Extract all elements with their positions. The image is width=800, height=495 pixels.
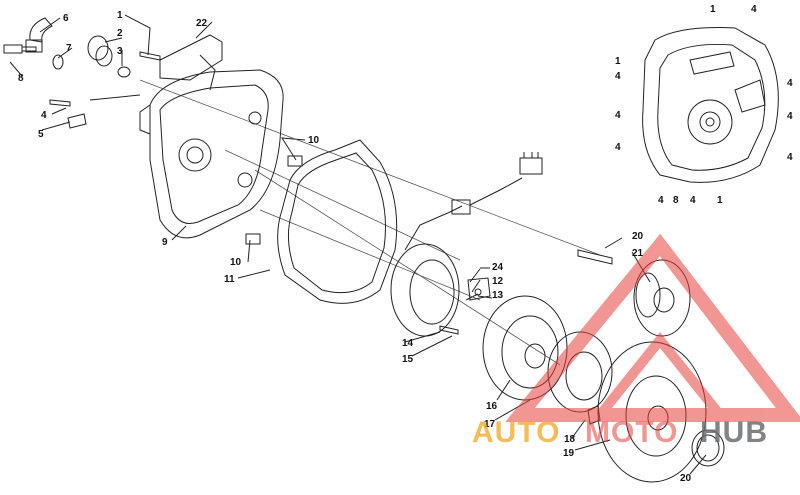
label-part-12: 12 — [492, 276, 504, 287]
inset-callout-4-right-upper: 4 — [787, 78, 793, 89]
label-part-19: 19 — [563, 448, 575, 459]
watermark-brand-hub: HUB — [700, 416, 768, 449]
label-part-10-lower: 10 — [230, 257, 242, 268]
label-part-7: 7 — [66, 43, 72, 54]
inset-callout-8-bottom: 8 — [673, 195, 679, 206]
inset-callout-4-right-mid: 4 — [787, 111, 793, 122]
label-part-8: 8 — [18, 73, 24, 84]
label-part-6: 6 — [63, 13, 69, 24]
label-part-17: 17 — [484, 419, 496, 430]
label-part-16: 16 — [486, 401, 498, 412]
inset-callout-4-bottom-1: 4 — [658, 195, 664, 206]
inset-callout-4-right-lower: 4 — [787, 152, 793, 163]
part-number-labels: 6 1 22 2 7 3 8 4 5 10 9 10 11 24 12 13 1… — [18, 10, 692, 484]
watermark-brand-auto: AUTO — [472, 416, 560, 449]
inset-callout-4-left-upper: 4 — [615, 71, 621, 82]
label-part-13: 13 — [492, 290, 504, 301]
inset-callout-labels: 1 4 1 4 4 4 4 4 4 4 8 4 1 — [615, 4, 793, 206]
label-part-24: 24 — [492, 262, 504, 273]
label-part-4: 4 — [41, 110, 47, 121]
label-part-11: 11 — [224, 274, 235, 285]
label-part-18: 18 — [564, 434, 576, 445]
label-part-23: 22 — [196, 18, 208, 29]
label-part-22: 21 — [632, 248, 644, 259]
watermark-wordmark: AUTO MOTO HUB — [472, 416, 768, 449]
inset-callout-4-top-right: 4 — [751, 4, 757, 15]
watermark-brand-moto: MOTO — [585, 416, 678, 449]
label-part-9: 9 — [162, 237, 168, 248]
label-part-10-upper: 10 — [308, 135, 320, 146]
bolt-1-shape — [3, 44, 37, 54]
label-part-15: 15 — [402, 354, 414, 365]
label-part-20: 20 — [680, 473, 692, 484]
inset-callout-4-left-mid: 4 — [615, 110, 621, 121]
inset-callout-1-left: 1 — [615, 56, 621, 67]
assembled-inset-shape — [642, 27, 779, 183]
watermark-logo — [505, 233, 800, 422]
label-part-21: 20 — [632, 231, 644, 242]
inset-callout-1-bottom: 1 — [717, 195, 723, 206]
label-part-2: 2 — [117, 28, 123, 39]
label-part-1: 1 — [117, 10, 123, 21]
plug-2-shape — [87, 35, 113, 67]
inset-callout-4-bottom-2: 4 — [690, 195, 696, 206]
label-part-14: 14 — [402, 338, 414, 349]
label-part-5: 5 — [38, 129, 44, 140]
fitting-6-shape — [25, 17, 53, 53]
label-part-3: 3 — [117, 46, 123, 57]
inset-callout-4-left-lower: 4 — [615, 142, 621, 153]
inset-callout-1-top: 1 — [710, 4, 716, 15]
